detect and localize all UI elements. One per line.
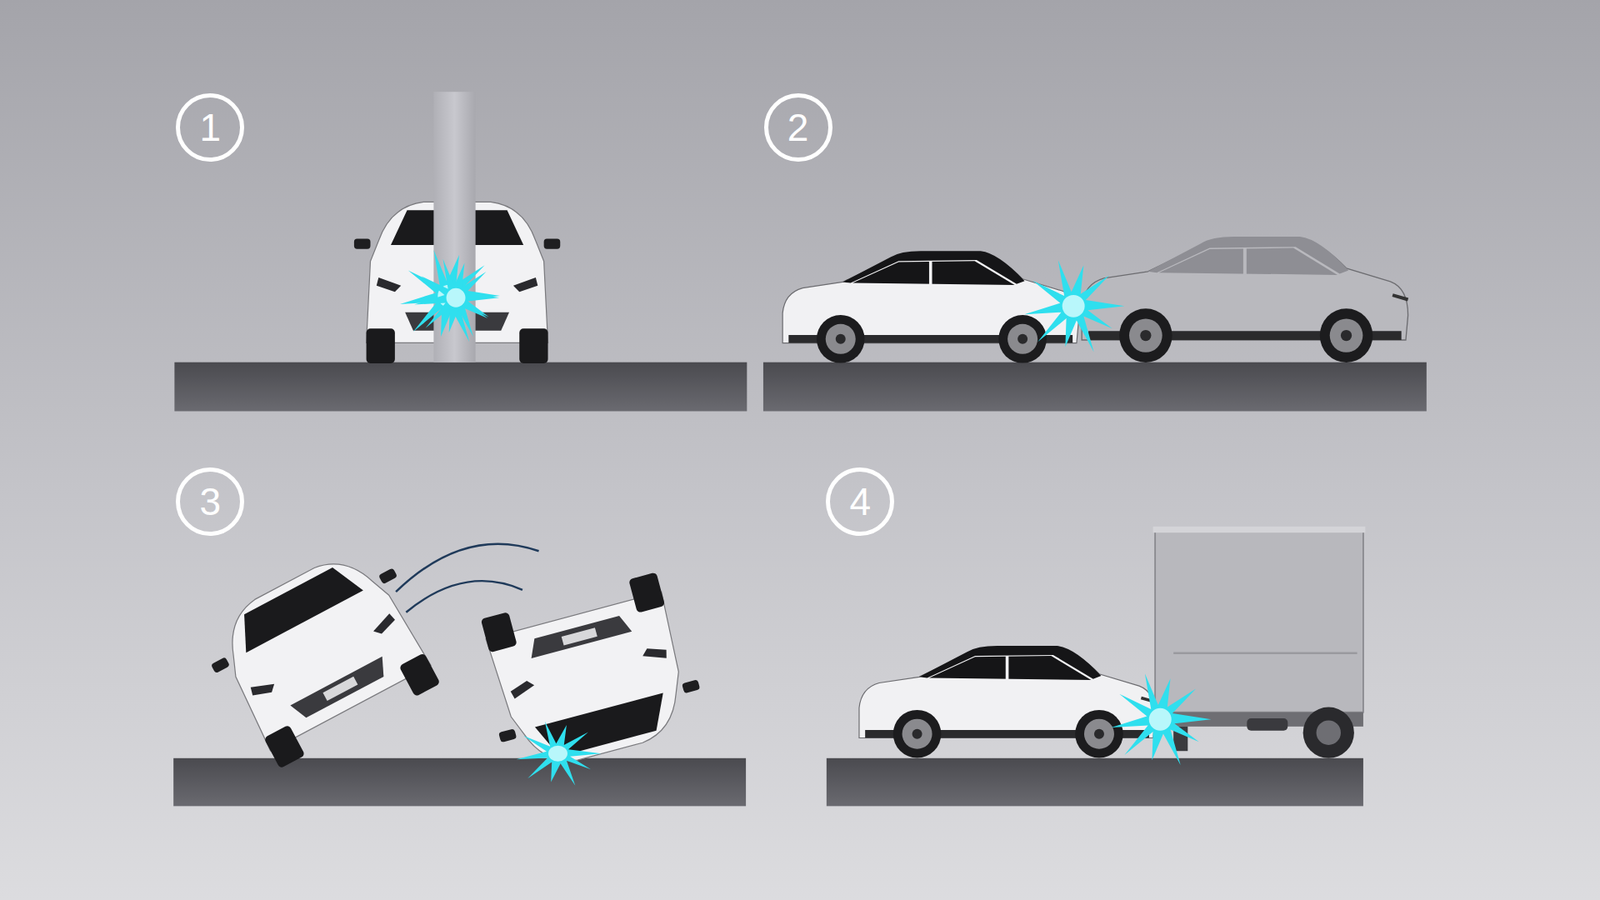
callout-number: 1 (199, 108, 221, 147)
callout-number: 4 (849, 482, 871, 521)
callout-circle: 2 (764, 93, 833, 162)
callout-circle: 4 (825, 467, 895, 536)
callout-number: 2 (787, 108, 810, 147)
callout-circle: 3 (175, 467, 245, 536)
callout-circle: 1 (175, 93, 245, 162)
callout-number: 3 (199, 482, 221, 521)
